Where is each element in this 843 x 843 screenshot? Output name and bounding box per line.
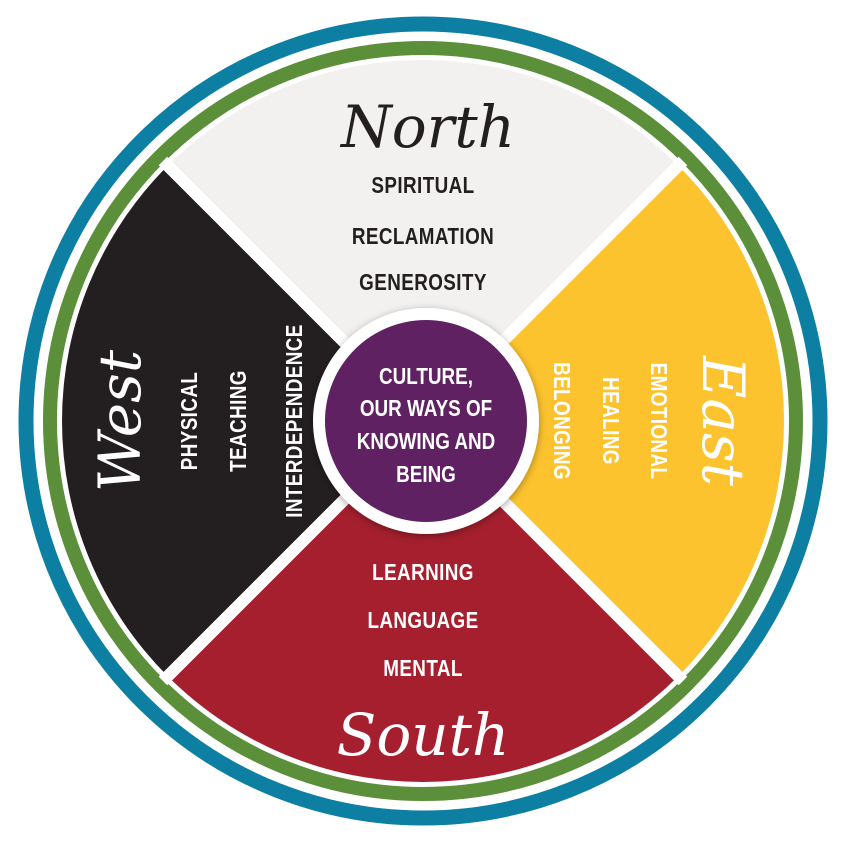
east-word: BELONGING: [549, 362, 574, 480]
west-word: INTERDEPENDENCE: [282, 324, 307, 518]
west-word: PHYSICAL: [177, 372, 202, 471]
inner-ring: [43, 41, 803, 801]
east-title: East: [689, 355, 757, 487]
center-circle: [325, 320, 527, 522]
east-word: EMOTIONAL: [646, 363, 671, 480]
outer-ring: [18, 16, 828, 826]
north-word: GENEROSITY: [359, 270, 487, 295]
south-word: MENTAL: [383, 656, 463, 681]
center-line: BEING: [396, 462, 456, 487]
west-title: West: [86, 349, 154, 492]
north-quadrant: [167, 60, 679, 422]
center-line: KNOWING AND: [357, 429, 496, 454]
south-word: LANGUAGE: [367, 608, 478, 633]
south-title: South: [337, 701, 510, 769]
center-line: CULTURE,: [379, 364, 473, 389]
south-quadrant: [167, 421, 679, 782]
north-word: RECLAMATION: [352, 224, 494, 249]
west-word: TEACHING: [226, 370, 251, 472]
south-word: LEARNING: [372, 560, 474, 585]
west-quadrant: [61, 165, 423, 677]
north-word: SPIRITUAL: [371, 173, 474, 198]
north-title: North: [339, 93, 515, 161]
center-line: OUR WAYS OF: [360, 396, 492, 421]
east-quadrant: [423, 165, 784, 677]
east-word: HEALING: [598, 377, 623, 465]
